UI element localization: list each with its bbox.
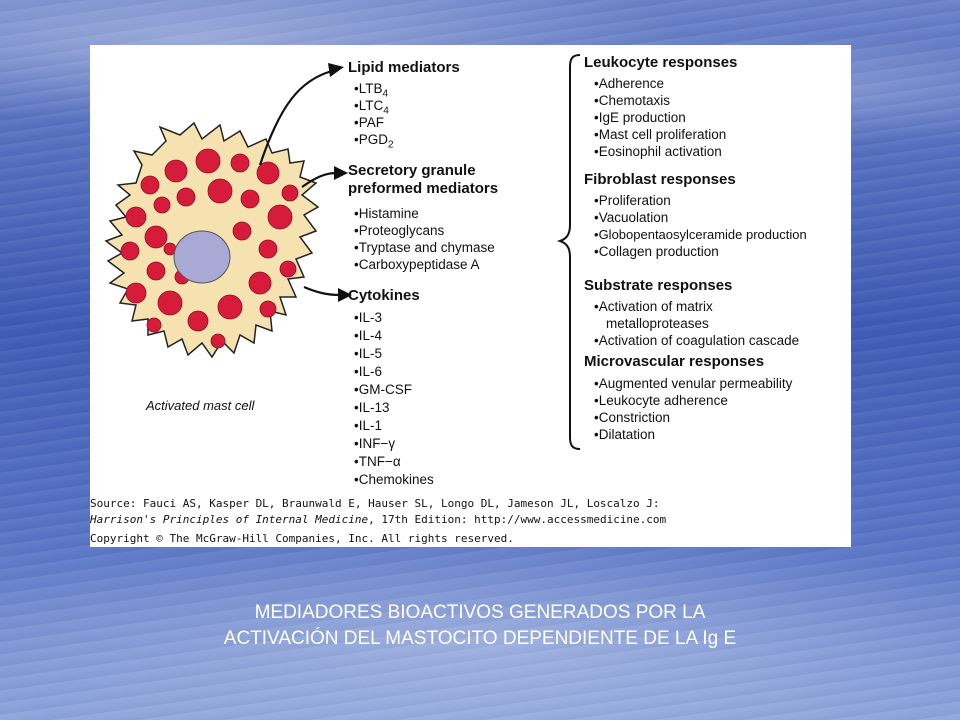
leukocyte-item: Adherence	[594, 75, 664, 92]
cytokine-item: IL-6	[354, 363, 382, 380]
substrate-item: Activation of matrix	[594, 298, 713, 315]
figure-panel: Lipid mediators LTB4 LTC4 PAF PGD2 Secre…	[90, 45, 851, 547]
leukocyte-title: Leukocyte responses	[584, 54, 738, 71]
lipid-item: LTC4	[354, 97, 389, 120]
granule-item: Histamine	[354, 205, 419, 222]
granule-item: Tryptase and chymase	[354, 239, 495, 256]
granule-item: Carboxypeptidase A	[354, 256, 480, 273]
microvascular-item: Augmented venular permeability	[594, 375, 793, 392]
fibroblast-item: Globopentaosylceramide production	[594, 226, 807, 243]
microvascular-item: Constriction	[594, 409, 670, 426]
caption-line2: ACTIVACIÓN DEL MASTOCITO DEPENDIENTE DE …	[223, 628, 737, 649]
leukocyte-item: IgE production	[594, 109, 686, 126]
cytokine-item: IL-4	[354, 327, 382, 344]
response-brace	[556, 54, 581, 450]
lipid-mediators-title: Lipid mediators	[348, 59, 460, 76]
cytokine-item: GM-CSF	[354, 381, 412, 398]
source-book-title: Harrison's Principles of Internal Medici…	[90, 513, 369, 526]
leukocyte-item: Eosinophil activation	[594, 143, 722, 160]
substrate-title: Substrate responses	[584, 277, 733, 294]
fibroblast-item: Proliferation	[594, 192, 671, 209]
caption-line1: MEDIADORES BIOACTIVOS GENERADOS POR LA	[254, 602, 706, 623]
fibroblast-title: Fibroblast responses	[584, 171, 736, 188]
granule-title-line1: Secretory granule	[348, 162, 476, 179]
microvascular-item: Dilatation	[594, 426, 655, 443]
cytokine-item: INF−γ	[354, 435, 395, 452]
lipid-item: PGD2	[354, 131, 394, 154]
cytokine-item: IL-3	[354, 309, 382, 326]
granule-item: Proteoglycans	[354, 222, 445, 239]
cell-caption: Activated mast cell	[146, 398, 255, 413]
cytokines-title: Cytokines	[348, 287, 420, 304]
arrowheads	[328, 63, 352, 302]
lipid-item: LTB4	[354, 80, 388, 103]
copyright-line: Copyright © The McGraw-Hill Companies, I…	[90, 532, 514, 545]
mast-cell-diagram	[104, 54, 581, 450]
cytokine-item: IL-1	[354, 417, 382, 434]
granule-title-line2: preformed mediators	[348, 180, 499, 197]
cytokine-item: IL-13	[354, 399, 390, 416]
granules	[120, 148, 299, 349]
fibroblast-item: Vacuolation	[594, 209, 669, 226]
substrate-item: Activation of coagulation cascade	[594, 332, 799, 349]
mediator-arrows	[258, 69, 341, 297]
source-line1: Source: Fauci AS, Kasper DL, Braunwald E…	[90, 497, 660, 510]
substrate-item-continuation: metalloproteases	[606, 316, 709, 331]
nucleus	[173, 230, 231, 284]
microvascular-title: Microvascular responses	[584, 353, 765, 370]
slide-caption: MEDIADORES BIOACTIVOS GENERADOS POR LA A…	[0, 600, 960, 652]
source-line2: Harrison's Principles of Internal Medici…	[90, 513, 667, 526]
fibroblast-item: Collagen production	[594, 243, 719, 260]
leukocyte-item: Mast cell proliferation	[594, 126, 727, 143]
microvascular-item: Leukocyte adherence	[594, 392, 728, 409]
cytokine-item: TNF−α	[354, 453, 401, 470]
cytokine-item: Chemokines	[354, 471, 434, 488]
leukocyte-item: Chemotaxis	[594, 92, 670, 109]
cytokine-item: IL-5	[354, 345, 382, 362]
lipid-item: PAF	[354, 114, 384, 131]
